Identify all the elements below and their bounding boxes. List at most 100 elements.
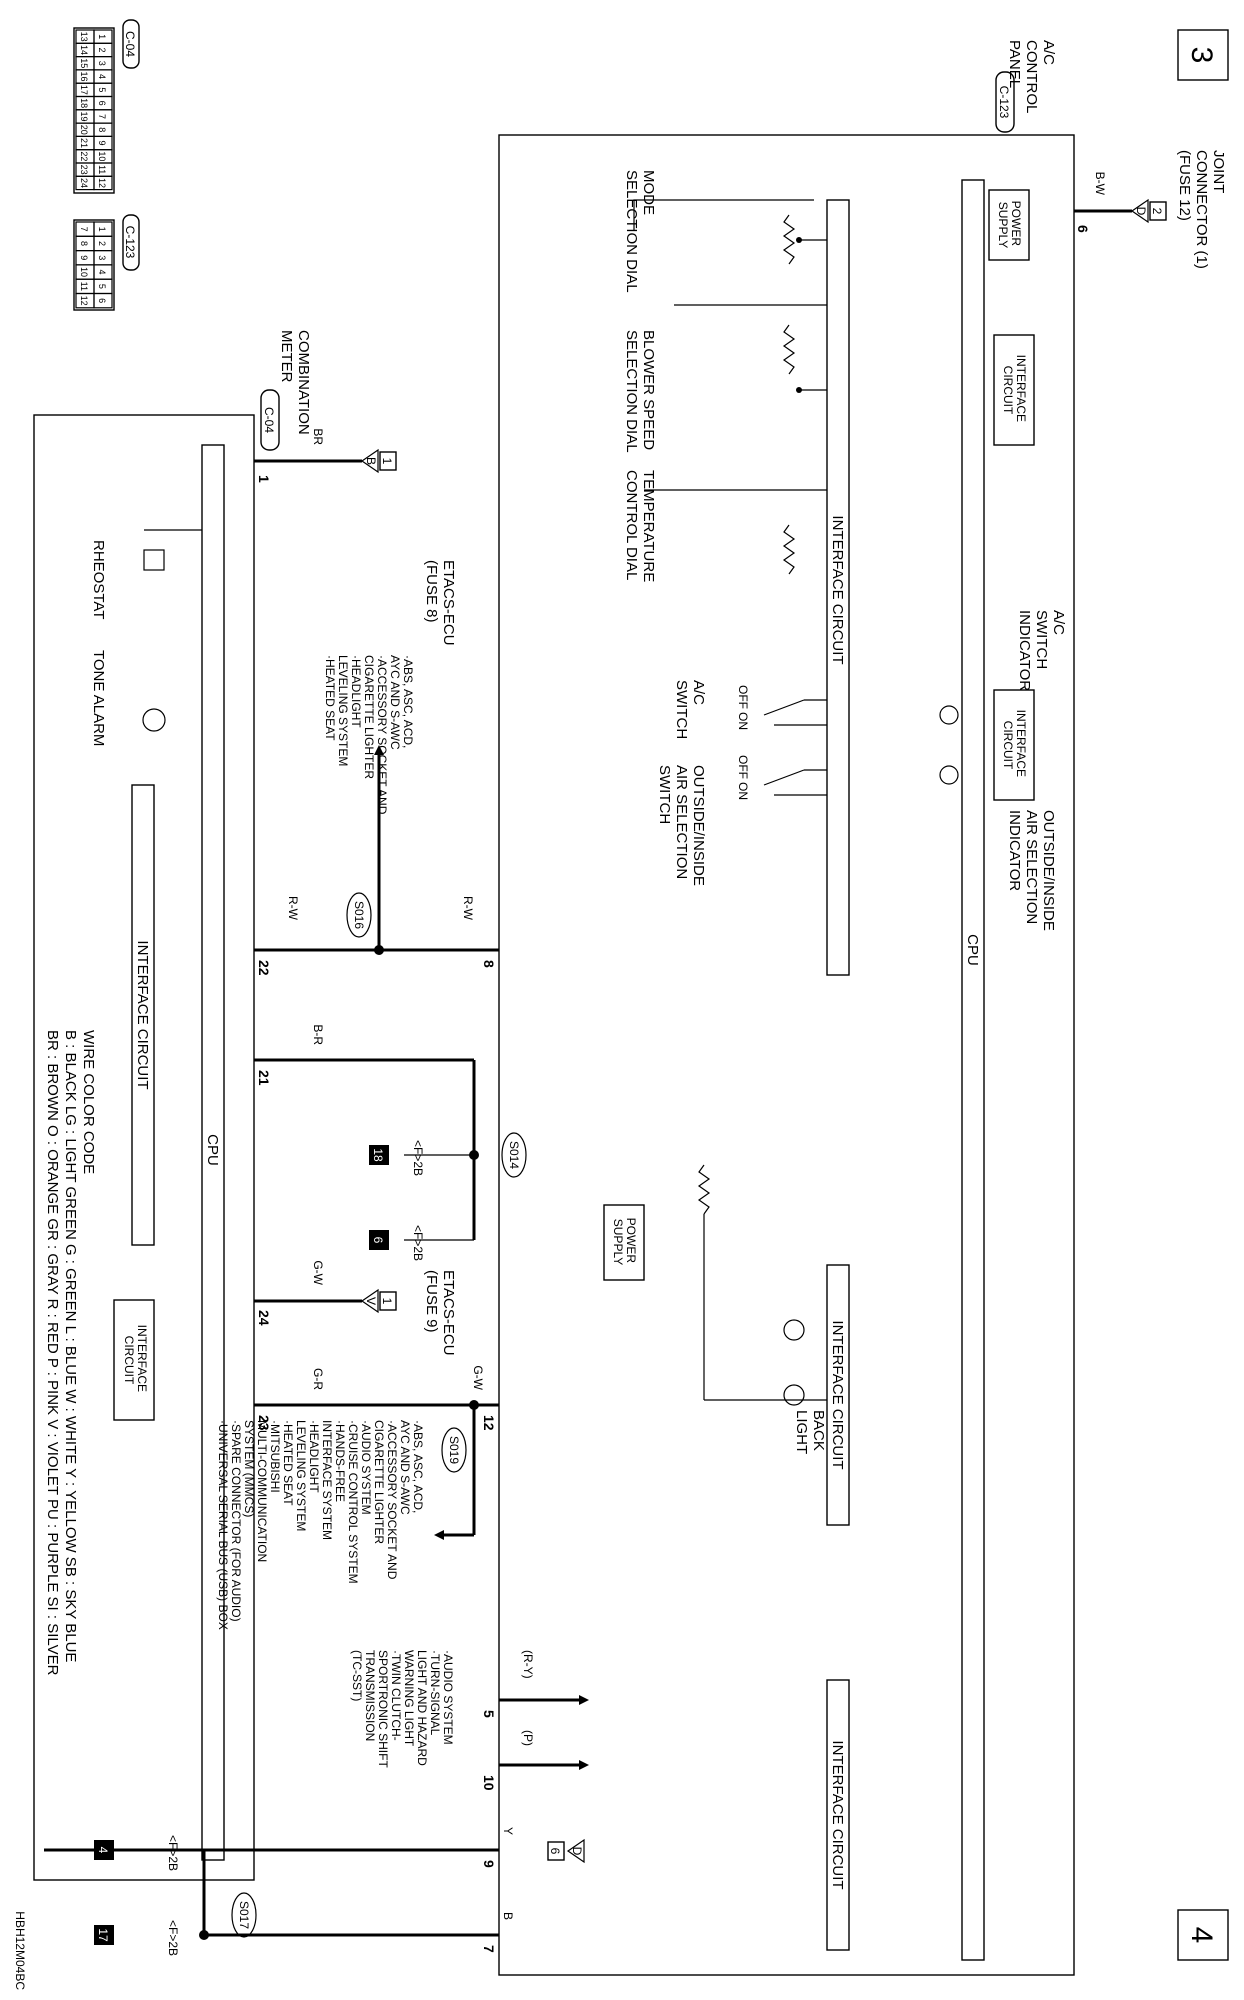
connector-pin-number: 9 xyxy=(79,255,89,260)
svg-text:10: 10 xyxy=(481,1775,497,1791)
blower-speed-dial: BLOWER SPEED SELECTION DIAL xyxy=(623,324,827,454)
connector-pin-number: 3 xyxy=(97,255,107,260)
ac-indicator-label: A/C SWITCH INDICATOR xyxy=(1016,610,1067,691)
blower-dial-label: BLOWER SPEED SELECTION DIAL xyxy=(623,330,657,454)
diagram-code: HBH12M04BC xyxy=(13,1911,27,1990)
mode-dial-label: MODE SELECTION DIAL xyxy=(623,170,657,293)
connector-pin-cell xyxy=(75,292,95,309)
svg-text:<F>2B: <F>2B xyxy=(411,1225,425,1261)
tone-alarm: TONE ALARM xyxy=(90,650,166,746)
svg-text:12: 12 xyxy=(481,1415,497,1431)
splice-s017 xyxy=(231,1892,257,1938)
circuit-br: B-R 21 S014 <F>2B <F>2B 18 6 xyxy=(254,1024,527,1261)
svg-text:INTERFACE CIRCUIT: INTERFACE CIRCUIT xyxy=(134,940,151,1089)
connector-pin-number: 22 xyxy=(79,151,89,161)
meter-cpu-bar xyxy=(201,444,225,1861)
svg-text:21: 21 xyxy=(256,1070,272,1086)
ac-panel-connector: C-123 xyxy=(997,86,1011,119)
svg-text:4: 4 xyxy=(96,1847,110,1854)
svg-text:9: 9 xyxy=(481,1860,497,1868)
svg-text:7: 7 xyxy=(481,1945,497,1953)
circuit-pin-9: Y 9 6 D xyxy=(44,1827,585,1868)
svg-text:C-04: C-04 xyxy=(262,407,276,433)
connector-pin-number: 2 xyxy=(97,241,107,246)
ground-4 xyxy=(94,1840,114,1860)
connector-pin-number: 1 xyxy=(97,227,107,232)
svg-text:V: V xyxy=(364,1297,378,1305)
connector-pin-number: 20 xyxy=(79,125,89,135)
svg-text:OFF: OFF xyxy=(736,755,750,779)
meter-interface-bar xyxy=(131,784,155,1246)
svg-text:1: 1 xyxy=(380,458,394,465)
outside-switch-label: OUTSIDE/INSIDE AIR SELECTION SWITCH xyxy=(656,765,707,890)
svg-text:24: 24 xyxy=(256,1310,272,1326)
connector-pin-number: 23 xyxy=(79,165,89,175)
ac-switch: OFF ON A/C SWITCH xyxy=(673,680,827,739)
ac-power-supply-1 xyxy=(988,189,1030,261)
connector-pin-number: 11 xyxy=(79,282,89,291)
connector-pin-number: 13 xyxy=(79,32,89,42)
wire-color-legend: WIRE COLOR CODE B : BLACK LG : LIGHT GRE… xyxy=(44,1030,97,1676)
svg-text:BR : BROWN O : ORANGE GR: BR : BROWN O : ORANGE GR : GRAY R : RED … xyxy=(44,1030,61,1676)
ac-right-interface-bar xyxy=(826,1679,850,1951)
outside-inside-switch: OFF ON OUTSIDE/INSIDE AIR SELECTION SWIT… xyxy=(656,755,827,890)
splice-s014 xyxy=(501,1132,527,1178)
svg-text:BR: BR xyxy=(311,428,325,445)
connector-c04-view: C-04 12345678910111213141516171819202122… xyxy=(73,19,140,194)
ground-6 xyxy=(369,1230,389,1250)
diagram-frame: 3 4 HBH12M04BC A/C CONTROL PANEL C-123 C… xyxy=(13,19,1229,1990)
ac-power-supply-2 xyxy=(603,1204,645,1281)
ac-panel-connector-badge xyxy=(995,71,1015,133)
svg-text:B-W: B-W xyxy=(1093,172,1107,196)
ac-interface-box-2 xyxy=(993,689,1035,801)
combination-meter-border xyxy=(33,414,255,1881)
outside-inside-indicator: OUTSIDE/INSIDE AIR SELECTION INDICATOR xyxy=(939,765,1057,931)
connector-pin-number: 6 xyxy=(97,101,107,106)
ac-power-supply-2-label: POWER SUPPLY xyxy=(611,1218,638,1267)
ac-interface-box-2-label: INTERFACE CIRCUIT xyxy=(1001,710,1028,781)
svg-text:R-W: R-W xyxy=(461,896,475,921)
svg-text:WIRE COLOR CODE: WIRE COLOR CODE xyxy=(80,1030,97,1174)
section-number-right: 4 xyxy=(1185,1927,1218,1944)
connector-pin-number: 1 xyxy=(97,34,107,39)
svg-text:ON: ON xyxy=(736,712,750,730)
rheostat: RHEOSTAT xyxy=(90,529,202,619)
svg-text:<F>2B: <F>2B xyxy=(411,1140,425,1176)
section-marker-left xyxy=(1177,29,1229,81)
ground-17 xyxy=(94,1925,114,1945)
svg-text:(R-Y): (R-Y) xyxy=(521,1650,535,1679)
ac-interface-label: INTERFACE CIRCUIT xyxy=(829,515,846,664)
connector-pin-number: 17 xyxy=(79,85,89,95)
svg-text:B: B xyxy=(364,457,378,465)
svg-text:R-W: R-W xyxy=(286,896,300,921)
svg-text:1: 1 xyxy=(256,475,272,483)
connector-pin-cell xyxy=(75,175,95,191)
ac-interface-bar xyxy=(826,199,850,976)
connector-pin-number: 8 xyxy=(97,127,107,132)
ac-panel-border xyxy=(498,134,1075,1976)
circuit-pin-7: B 7 S017 <F>2B <F>2B 4 17 xyxy=(94,1835,515,1956)
splice-s019 xyxy=(441,1427,467,1473)
svg-text:S014: S014 xyxy=(507,1141,521,1169)
connector-pin-number: 12 xyxy=(79,296,89,306)
back-light: BACK LIGHT xyxy=(783,1319,827,1454)
svg-text:S016: S016 xyxy=(352,901,366,929)
svg-text:6: 6 xyxy=(548,1848,562,1855)
ac-cpu-label: CPU xyxy=(964,934,981,966)
splice-s016 xyxy=(346,892,372,938)
svg-text:D: D xyxy=(1134,207,1148,216)
svg-text:G-W: G-W xyxy=(471,1365,485,1390)
combination-meter-title: COMBINATION METER xyxy=(278,330,312,439)
etacs-fuse-8: ETACS-ECU (FUSE 8) 1 B BR 1 xyxy=(254,428,457,646)
svg-text:6: 6 xyxy=(1075,225,1091,233)
ac-switch-label: A/C SWITCH xyxy=(673,680,707,739)
circuit-pins-5-10: (R-Y) 5 (P) 10 ·AUDIO SYSTEM ·TURN-SIGNA… xyxy=(350,1650,589,1791)
connector-pin-number: 5 xyxy=(97,284,107,289)
connector-pin-number: 14 xyxy=(79,45,89,55)
connector-pin-number: 8 xyxy=(79,241,89,246)
ac-control-panel: A/C CONTROL PANEL C-123 CPU INTERFACE CI… xyxy=(498,40,1075,1976)
ac-switch-indicator: A/C SWITCH INDICATOR xyxy=(939,610,1067,725)
gr-note: ·ABS, ASC, ACD, AYC AND S-AWC ·ACCESSORY… xyxy=(216,1420,425,1630)
